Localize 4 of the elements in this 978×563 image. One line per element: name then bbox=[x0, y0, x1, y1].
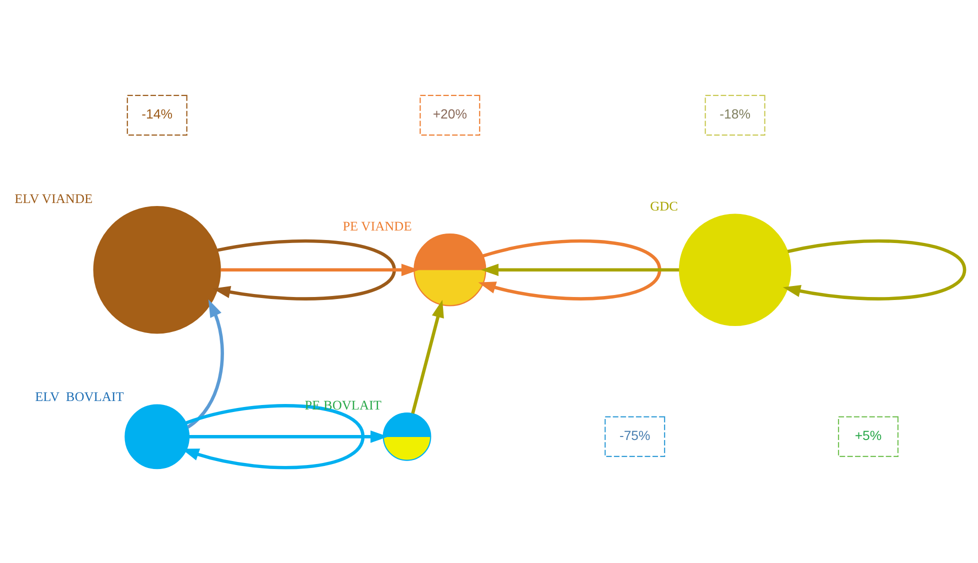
node-label: ELV BOVLAIT bbox=[35, 388, 124, 404]
node-label: ELV VIANDE bbox=[14, 190, 93, 206]
node-label: GDC bbox=[650, 198, 678, 214]
node-label: PE VIANDE bbox=[342, 218, 412, 233]
